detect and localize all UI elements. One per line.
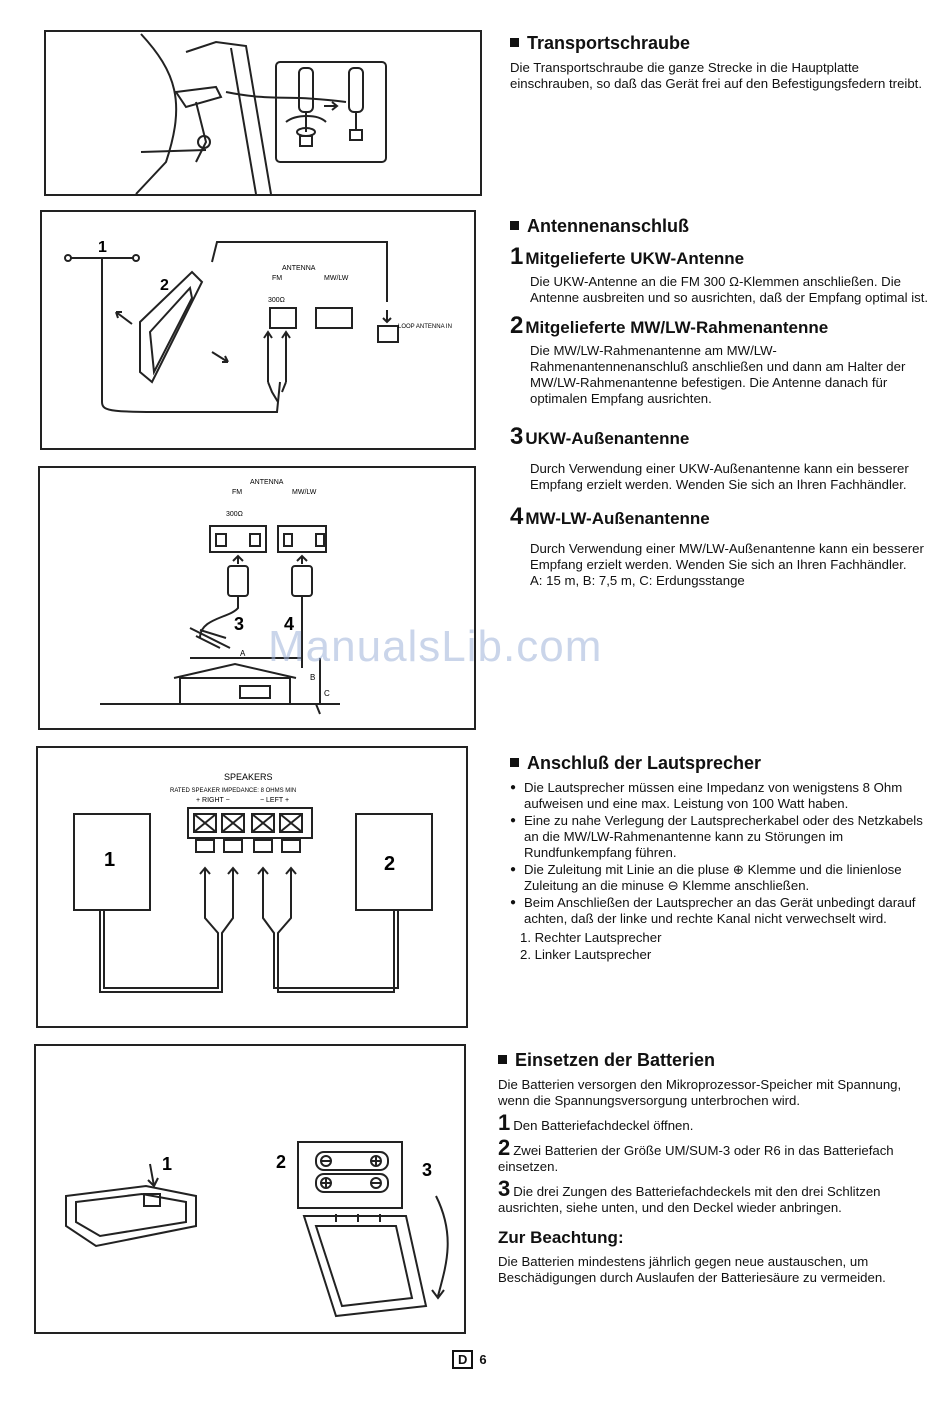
callout-1: 1	[98, 239, 107, 256]
step-number: 2	[498, 1135, 511, 1160]
list-item: 2. Linker Lautsprecher	[520, 947, 652, 962]
heading-antenna-text: Antennenanschluß	[527, 216, 690, 236]
bullet-square	[498, 1055, 507, 1064]
callout-4: 4	[284, 614, 294, 634]
figure-batteries: 1 2 3	[34, 1044, 466, 1334]
sub-title: Mitgelieferte MW/LW-Rahmenantenne	[525, 318, 829, 337]
step-text: Die drei Zungen des Batteriefachdeckels …	[498, 1184, 881, 1215]
sub-title: Mitgelieferte UKW-Antenne	[525, 249, 745, 268]
step-number: 3	[498, 1176, 511, 1201]
heading-transport: Transportschraube	[510, 33, 935, 54]
speaker-1-label: 1	[104, 849, 115, 871]
ukw-outdoor-text: Durch Verwendung einer UKW-Außenantenne …	[530, 461, 909, 492]
note-text: Die Batterien mindestens jährlich gegen …	[498, 1254, 886, 1285]
sub-number: 2	[510, 312, 524, 339]
turntable-illustration	[135, 33, 387, 194]
label-b: B	[310, 673, 315, 682]
step-number: 1	[498, 1110, 511, 1135]
sub-title: MW-LW-Außenantenne	[525, 509, 710, 528]
callout-3: 3	[234, 614, 244, 634]
page-number: 6	[479, 1352, 487, 1367]
list-item: 1. Rechter Lautsprecher	[520, 930, 662, 945]
section-speakers: Anschluß der Lautsprecher Die Lautsprech…	[510, 753, 935, 963]
label-c: C	[324, 689, 330, 698]
list-item: Beim Anschließen der Lautsprecher an das…	[510, 895, 935, 927]
right-label: + RIGHT −	[196, 797, 230, 804]
batteries-intro: Die Batterien versorgen den Mikroprozess…	[498, 1077, 902, 1108]
list-item: Die Zuleitung mit Linie an die pluse ⊕ K…	[510, 862, 935, 894]
mwlw-outdoor-text: Durch Verwendung einer MW/LW-Außenantenn…	[530, 541, 924, 572]
fm-label: FM	[272, 275, 282, 282]
loop-label: LOOP ANTENNA IN	[398, 324, 452, 330]
speaker-2-label: 2	[384, 853, 395, 875]
ohm-label: 300Ω	[226, 511, 243, 518]
sub-number: 1	[510, 243, 524, 270]
figure-transport-screw	[44, 30, 482, 196]
left-label: − LEFT +	[260, 797, 289, 804]
list-item: Die Lautsprecher müssen eine Impedanz vo…	[510, 780, 935, 812]
speaker-bullets: Die Lautsprecher müssen eine Impedanz vo…	[510, 780, 935, 927]
fm-label: FM	[232, 489, 242, 496]
step-2-callout: 2	[276, 1152, 286, 1172]
step-text: Den Batteriefachdeckel öffnen.	[513, 1118, 694, 1133]
antenna-diagram: 1 2 ANTENNA FM 300Ω MW/LW LOOP ANTENNA I…	[64, 239, 452, 413]
figure-antenna-connection: 1 2 ANTENNA FM 300Ω MW/LW LOOP ANTENNA I…	[40, 210, 476, 450]
speakers-label: SPEAKERS	[224, 772, 273, 782]
impedance-label: RATED SPEAKER IMPEDANCE: 8 OHMS MIN	[170, 788, 296, 794]
heading-antenna: Antennenanschluß	[510, 216, 935, 237]
sub-number: 3	[510, 423, 524, 450]
heading-transport-text: Transportschraube	[527, 33, 691, 53]
step-3-callout: 3	[422, 1160, 432, 1180]
heading-speakers-text: Anschluß der Lautsprecher	[527, 753, 762, 773]
mwlw-text: Die MW/LW-Rahmenantenne am MW/LW-Rahmena…	[530, 343, 906, 406]
mwlw-label: MW/LW	[324, 275, 349, 282]
section-transport: Transportschraube Die Transportschraube …	[510, 33, 935, 92]
bullet-square	[510, 221, 519, 230]
antenna-label: ANTENNA	[282, 265, 316, 272]
sub-number: 4	[510, 503, 524, 530]
transport-text: Die Transportschraube die ganze Strecke …	[510, 60, 922, 91]
heading-speakers: Anschluß der Lautsprecher	[510, 753, 935, 774]
speaker-diagram: SPEAKERS RATED SPEAKER IMPEDANCE: 8 OHMS…	[73, 772, 433, 993]
ohm-label: 300Ω	[268, 297, 285, 304]
speaker-list: 1. Rechter Lautsprecher 2. Linker Lautsp…	[510, 929, 935, 963]
heading-batteries: Einsetzen der Batterien	[498, 1050, 934, 1071]
figure-speakers: SPEAKERS RATED SPEAKER IMPEDANCE: 8 OHMS…	[36, 746, 468, 1028]
language-badge: D	[452, 1350, 474, 1369]
list-item: Eine zu nahe Verlegung der Lautsprecherk…	[510, 813, 935, 861]
label-a: A	[240, 649, 246, 658]
outdoor-antenna-diagram: ANTENNA FM 300Ω MW/LW 3 4 A B C	[100, 479, 340, 715]
heading-note: Zur Beachtung:	[498, 1228, 624, 1247]
step-text: Zwei Batterien der Größe UM/SUM-3 oder R…	[498, 1143, 894, 1174]
callout-2: 2	[160, 277, 169, 294]
bullet-square	[510, 758, 519, 767]
step-1-callout: 1	[162, 1154, 172, 1174]
bullet-square	[510, 38, 519, 47]
battery-diagram: 1 2 3	[65, 1141, 449, 1318]
ukw-text: Die UKW-Antenne an die FM 300 Ω-Klemmen …	[530, 274, 929, 305]
heading-batteries-text: Einsetzen der Batterien	[515, 1050, 716, 1070]
distance-note: A: 15 m, B: 7,5 m, C: Erdungsstange	[530, 573, 745, 588]
figure-outdoor-antenna: ANTENNA FM 300Ω MW/LW 3 4 A B C	[38, 466, 476, 730]
watermark: ManualsLib.com	[268, 622, 603, 671]
antenna-label: ANTENNA	[250, 479, 284, 486]
section-batteries: Einsetzen der Batterien Die Batterien ve…	[498, 1050, 934, 1286]
sub-title: UKW-Außenantenne	[525, 429, 690, 448]
mwlw-label: MW/LW	[292, 489, 317, 496]
